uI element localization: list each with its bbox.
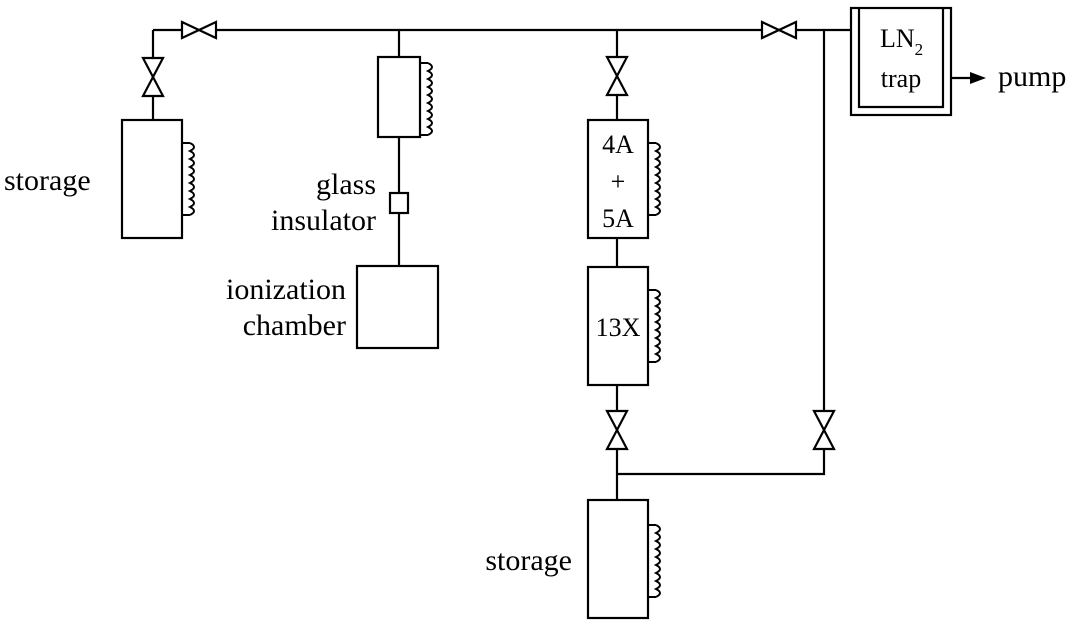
valve-sieve-top[interactable]: [605, 55, 629, 97]
heater-coil-13x: [647, 289, 661, 363]
glass-label-line2: insulator: [271, 204, 376, 237]
sieve-column-4a-5a: [586, 118, 650, 240]
storage-vessel-left: [120, 118, 184, 240]
pump-label: pump: [998, 60, 1066, 93]
sieve-column-13x: [586, 265, 650, 387]
storage-vessel-bottom: [586, 498, 650, 620]
bypass-pipe: [617, 30, 826, 476]
ionization-chamber: [355, 264, 440, 350]
valve-bypass[interactable]: [812, 409, 836, 451]
sieve-label-5a: 5A: [602, 204, 634, 233]
storage-left-label: storage: [4, 164, 91, 197]
glass-label-line1: glass: [316, 168, 376, 201]
ion-label-line2: chamber: [243, 309, 346, 342]
valve-top-left-horizontal[interactable]: [180, 20, 218, 40]
heater-coil-4a-5a: [647, 142, 661, 216]
heater-coil-ion-branch: [419, 62, 433, 136]
sieve-label-plus: +: [611, 167, 626, 196]
sieve-label-13x: 13X: [596, 313, 641, 342]
trap-label: trap: [881, 64, 921, 93]
heater-coil-storage-bottom: [647, 524, 661, 598]
ln2-trap: [849, 6, 953, 117]
valve-top-right-horizontal[interactable]: [760, 20, 798, 40]
ln2-label-main: LN: [880, 24, 915, 53]
cold-trap-ion-branch: [376, 55, 422, 139]
sieve-label-4a: 4A: [602, 130, 634, 159]
ln2-label-subscript: 2: [915, 40, 924, 59]
heater-coil-storage-left: [181, 142, 195, 216]
pump-arrow-icon: [951, 72, 986, 84]
glass-insulator-block: [388, 191, 410, 215]
valve-left-storage[interactable]: [141, 56, 165, 98]
ion-label-line1: ionization: [226, 273, 346, 306]
ln2-label: LN2: [880, 24, 923, 59]
valve-sieve-bottom[interactable]: [605, 409, 629, 451]
storage-bottom-label: storage: [485, 544, 572, 577]
